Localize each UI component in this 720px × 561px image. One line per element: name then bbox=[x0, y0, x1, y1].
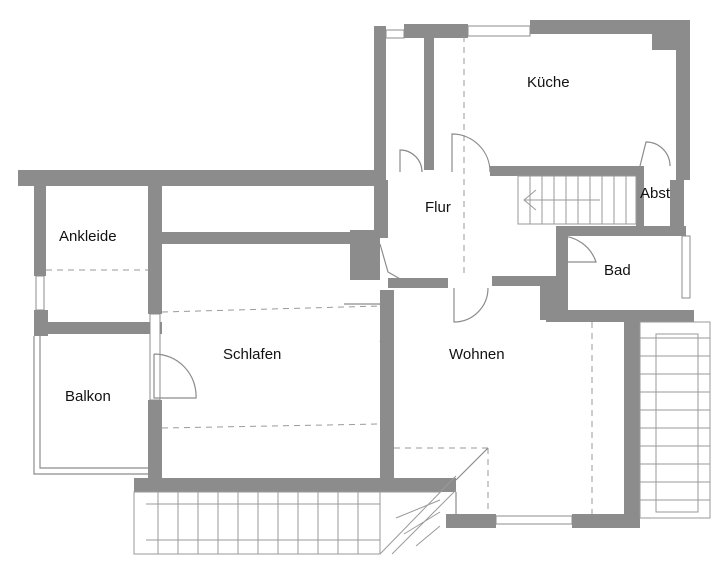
doors bbox=[153, 133, 671, 399]
room-label-abst: Abst bbox=[640, 185, 671, 202]
balcony-outline bbox=[33, 336, 148, 475]
stairs-right bbox=[639, 321, 711, 519]
room-label-balkon: Balkon bbox=[65, 388, 111, 405]
windows bbox=[35, 25, 691, 525]
room-label-kueche: Küche bbox=[527, 74, 570, 91]
room-label-ankleide: Ankleide bbox=[59, 228, 117, 245]
room-label-flur: Flur bbox=[425, 199, 451, 216]
room-label-bad: Bad bbox=[604, 262, 631, 279]
dashed-lines bbox=[46, 36, 636, 514]
room-label-wohnen: Wohnen bbox=[449, 346, 505, 363]
stairs-kitchen bbox=[517, 175, 637, 225]
walls bbox=[18, 20, 694, 528]
room-labels: Küche Flur Abst Ankleide Bad Schlafen Wo… bbox=[59, 74, 671, 405]
stairs-bottom bbox=[133, 475, 457, 555]
wohnen-diagonal bbox=[455, 447, 489, 514]
room-label-schlafen: Schlafen bbox=[223, 346, 281, 363]
